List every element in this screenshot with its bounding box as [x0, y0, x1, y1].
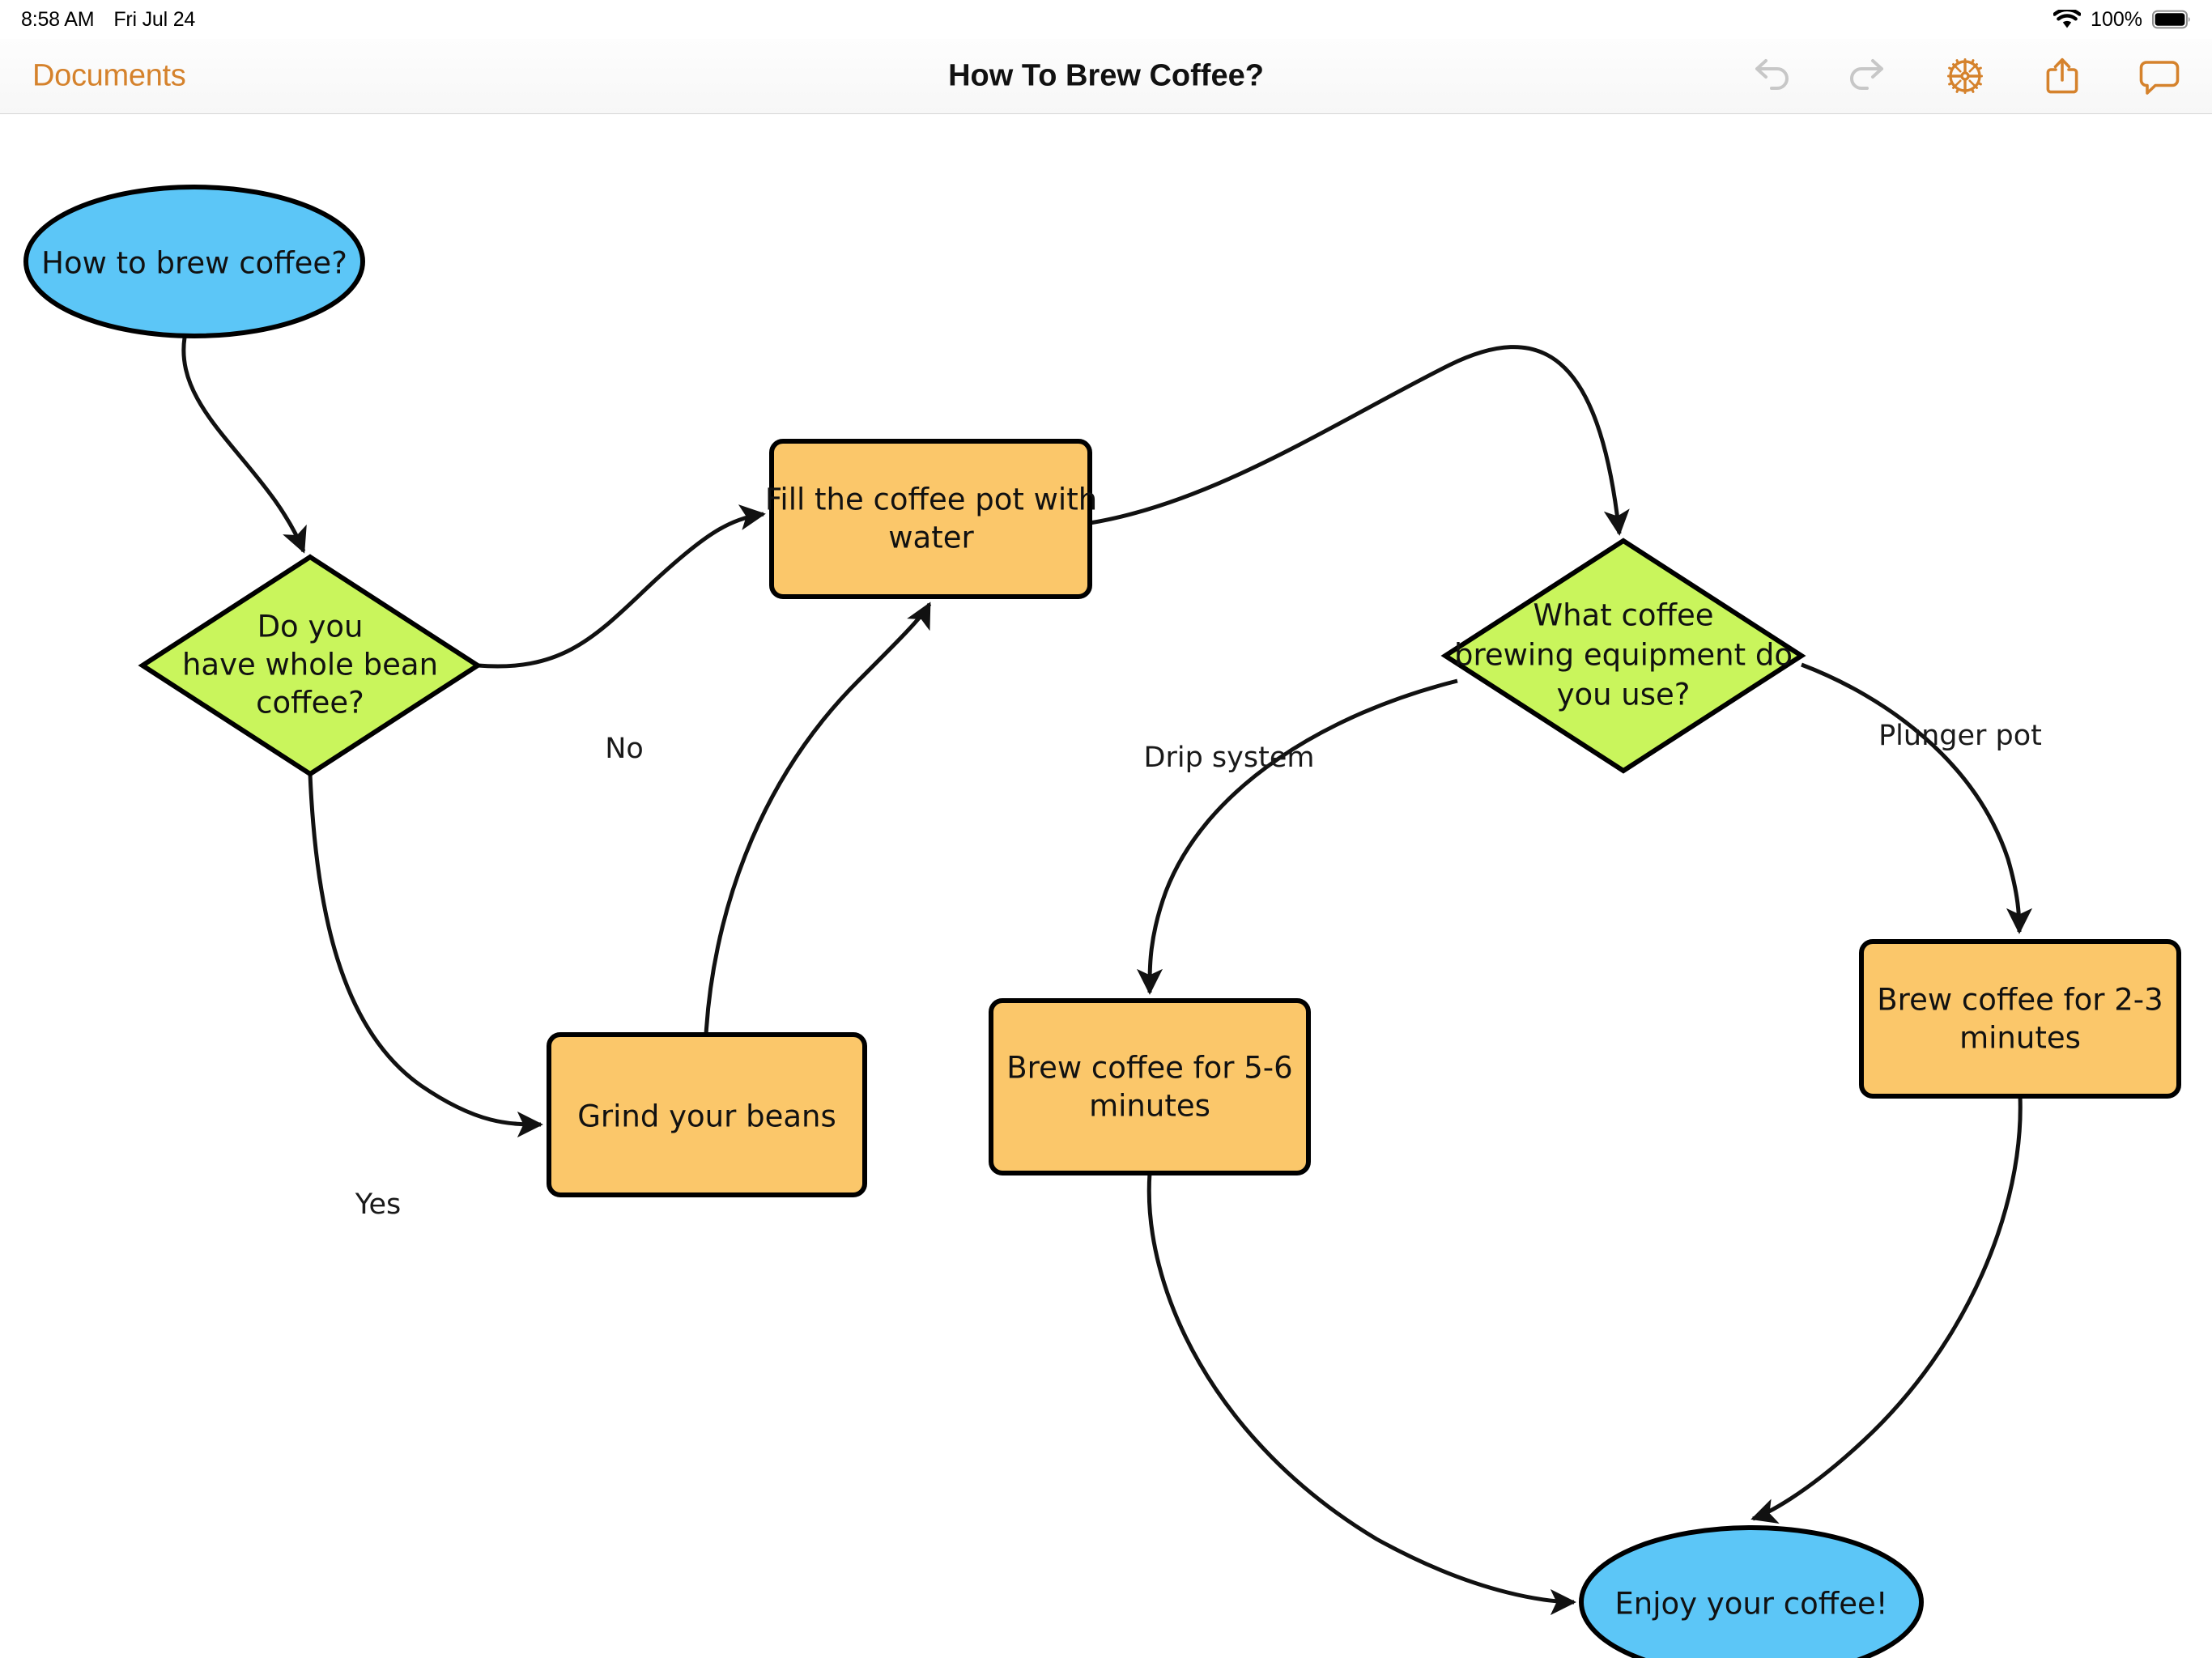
node-brew-5-6-minutes[interactable]: Brew coffee for 5-6 minutes — [989, 998, 1311, 1175]
brew56-rect-shape[interactable] — [989, 998, 1311, 1175]
edge-layer — [181, 337, 2033, 1616]
node-fill-coffee-pot[interactable]: Fill the coffee pot with water — [765, 439, 1097, 599]
edge-grind-to-fillpot — [704, 602, 932, 1035]
edge-label-layer: No Yes Drip system Plunger pot — [355, 720, 2042, 1221]
edge-fillpot-to-decision2 — [1089, 345, 1630, 536]
node-grind-beans[interactable]: Grind your beans — [547, 1032, 867, 1197]
fill-pot-label-line2: water — [888, 521, 974, 555]
status-date: Fri Jul 24 — [113, 7, 196, 31]
undo-icon[interactable] — [1747, 53, 1794, 100]
toolbar-actions — [1747, 53, 2183, 100]
decision2-label-line3: you use? — [1557, 678, 1691, 712]
edge-label-no: No — [605, 733, 644, 765]
edge-label-yes: Yes — [355, 1188, 402, 1221]
decision2-label-line2: brewing equipment do — [1454, 638, 1793, 673]
decision1-diamond-shape[interactable] — [138, 554, 483, 777]
wifi-icon — [2052, 7, 2082, 30]
start-label: How to brew coffee? — [41, 246, 347, 281]
page-title: How To Brew Coffee? — [948, 58, 1264, 93]
edge-brew23-to-end — [1750, 1095, 2023, 1524]
status-time: 8:58 AM — [21, 7, 95, 31]
decision1-label-line3: coffee? — [256, 686, 364, 721]
brew56-label-line1: Brew coffee for 5-6 — [1006, 1051, 1292, 1086]
edge-decision2-to-brew56 — [1136, 678, 1458, 995]
battery-percent-label: 100% — [2091, 7, 2142, 31]
edge-label-drip: Drip system — [1144, 742, 1315, 774]
brew23-label-line2: minutes — [1959, 1021, 2081, 1056]
brew23-rect-shape[interactable] — [1859, 939, 2181, 1099]
node-decision-whole-bean[interactable]: Do you have whole bean coffee? — [138, 554, 483, 777]
grind-rect-shape[interactable] — [547, 1032, 867, 1197]
back-to-documents-link[interactable]: Documents — [32, 58, 186, 93]
comment-icon[interactable] — [2136, 53, 2183, 100]
document-toolbar: Documents How To Brew Coffee? — [0, 39, 2212, 114]
end-ellipse-shape[interactable] — [1579, 1525, 1924, 1658]
flowchart-svg: No Yes Drip system Plunger pot How to br… — [23, 185, 2181, 1658]
node-decision-equipment[interactable]: What coffee brewing equipment do you use… — [1440, 538, 1806, 774]
edge-brew56-to-end — [1146, 1172, 1576, 1616]
edge-label-plunger: Plunger pot — [1878, 720, 2042, 752]
fill-pot-rect-shape[interactable] — [769, 439, 1092, 599]
decision1-label-line2: have whole bean — [182, 648, 438, 682]
node-brew-2-3-minutes[interactable]: Brew coffee for 2-3 minutes — [1859, 939, 2181, 1099]
fill-pot-label-line1: Fill the coffee pot with — [765, 483, 1097, 517]
status-bar-right: 100% — [2052, 7, 2191, 32]
node-start[interactable]: How to brew coffee? — [23, 185, 365, 338]
end-label: Enjoy your coffee! — [1614, 1587, 1887, 1622]
status-bar: 8:58 AM Fri Jul 24 100% — [0, 0, 2212, 39]
redo-icon[interactable] — [1844, 53, 1891, 100]
share-icon[interactable] — [2039, 53, 2086, 100]
diagram-canvas[interactable]: No Yes Drip system Plunger pot How to br… — [0, 114, 2212, 1658]
status-bar-left: 8:58 AM Fri Jul 24 — [21, 8, 195, 32]
decision2-diamond-shape[interactable] — [1440, 538, 1806, 774]
edge-start-to-decision1 — [181, 337, 307, 554]
brew56-label-line2: minutes — [1089, 1089, 1210, 1124]
edge-decision1-to-fillpot — [477, 504, 766, 669]
decision2-label-line1: What coffee — [1534, 598, 1714, 633]
edge-decision1-to-grind — [308, 773, 543, 1138]
start-ellipse-shape[interactable] — [23, 185, 365, 338]
gear-icon[interactable] — [1942, 53, 1989, 100]
brew23-label-line1: Brew coffee for 2-3 — [1877, 983, 2163, 1018]
decision1-label-line1: Do you — [257, 610, 364, 644]
edge-decision2-to-brew23 — [1801, 662, 2033, 934]
battery-full-icon — [2152, 10, 2191, 29]
grind-label: Grind your beans — [577, 1099, 836, 1134]
node-end[interactable]: Enjoy your coffee! — [1579, 1525, 1924, 1658]
